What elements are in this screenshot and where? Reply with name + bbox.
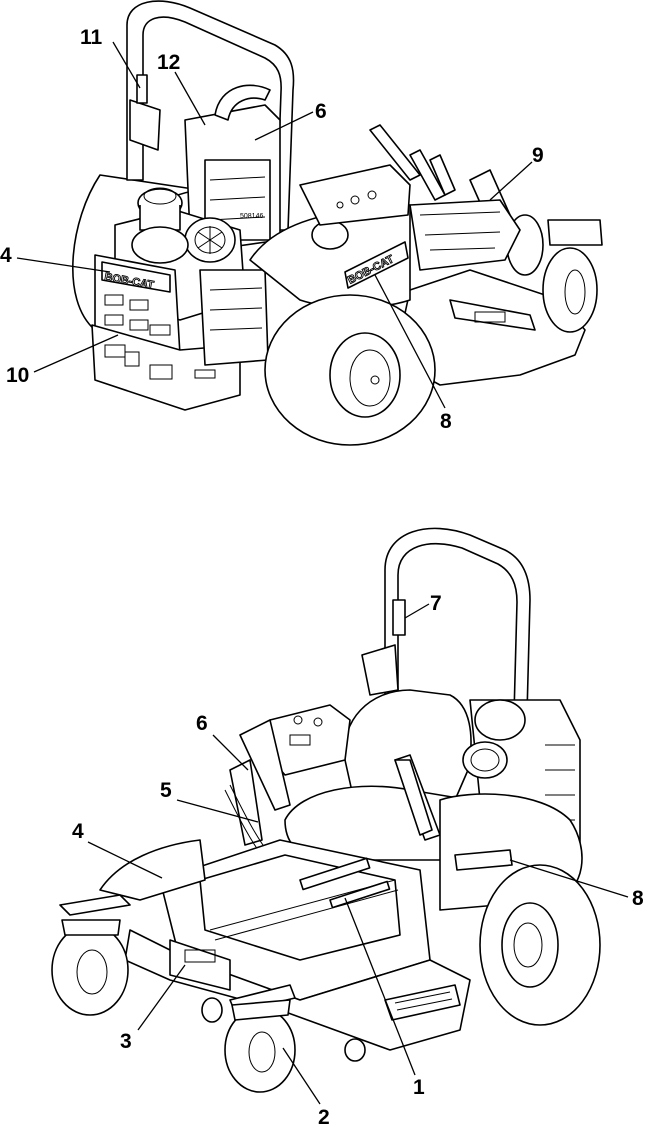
mower-rear-view: 508146 BOB-CAT BOB — [72, 0, 603, 446]
callout-6-bottom: 6 — [196, 712, 208, 735]
callout-9: 9 — [532, 144, 544, 167]
callout-8-bottom: 8 — [632, 887, 644, 910]
rear-bumper — [91, 324, 241, 411]
mower-front-view — [51, 527, 601, 1093]
side-brand-decal — [344, 241, 409, 289]
callout-12: 12 — [157, 51, 180, 74]
front-caster-left — [51, 924, 129, 1016]
rear-brand-decal — [101, 261, 171, 293]
control-console — [299, 164, 411, 226]
top-view-callouts: 11 12 6 9 4 10 8 — [0, 26, 544, 433]
callout-1: 1 — [413, 1076, 425, 1099]
callout-5: 5 — [160, 779, 172, 802]
callout-10: 10 — [6, 364, 29, 387]
steering-lever-front-right — [394, 759, 433, 836]
mower-deck-front — [99, 839, 206, 901]
steering-lever-front-left — [239, 719, 291, 811]
callout-8-top: 8 — [440, 410, 452, 433]
bottom-view-callouts: 7 6 5 4 3 2 1 8 — [72, 592, 644, 1129]
rops-decal-slot — [392, 599, 406, 636]
callout-2: 2 — [318, 1106, 330, 1129]
callout-4-bottom: 4 — [72, 820, 84, 843]
front-caster-wheel-right — [542, 247, 598, 333]
model-code-label: 508146 — [240, 213, 263, 220]
callout-4: 4 — [0, 244, 12, 267]
fender-decal-slot — [454, 849, 513, 871]
callout-6: 6 — [315, 100, 327, 123]
steering-lever-left — [369, 124, 421, 181]
callout-3: 3 — [120, 1030, 132, 1053]
fuel-cap — [311, 220, 349, 250]
callout-7: 7 — [430, 592, 442, 615]
callout-11: 11 — [80, 26, 103, 49]
